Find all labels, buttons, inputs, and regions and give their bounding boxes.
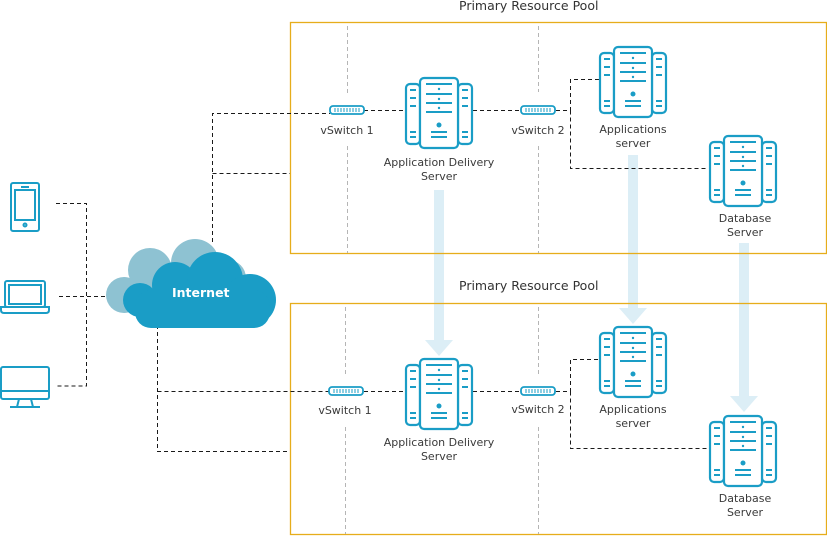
vswitch-icon <box>329 105 365 115</box>
pool-dividers <box>345 26 539 534</box>
ads-label-line2: Server <box>420 170 458 183</box>
desktop-monitor-icon <box>0 366 50 408</box>
vswitch-1-label: vSwitch 1 <box>320 124 374 137</box>
vswitch-icon <box>328 386 364 396</box>
db-label-line1: Database <box>718 492 772 505</box>
db-label-line2: Server <box>726 506 764 519</box>
internet-label: Internet <box>172 285 230 300</box>
vswitch-2-label: vSwitch 2 <box>511 124 565 137</box>
failover-arrowhead-db <box>730 396 758 412</box>
ads-label-line1: Application Delivery <box>383 156 495 169</box>
server-icon <box>598 45 668 119</box>
failover-arrowhead-ads <box>425 340 453 356</box>
failover-arrows <box>425 155 758 412</box>
failover-arrow-ads <box>434 190 444 340</box>
server-icon <box>708 134 778 208</box>
apps-label-line2: server <box>615 417 651 430</box>
db-label-line2: Server <box>726 226 764 239</box>
apps-label-line1: Applications <box>599 403 667 416</box>
apps-label-line2: server <box>615 137 651 150</box>
network-connectors <box>56 79 708 452</box>
vswitch-icon <box>520 105 556 115</box>
ads-label-line1: Application Delivery <box>383 436 495 449</box>
cloud-icon <box>106 239 276 328</box>
smartphone-icon <box>10 182 40 232</box>
apps-label-line1: Applications <box>599 123 667 136</box>
server-icon <box>404 76 474 150</box>
server-icon <box>598 325 668 399</box>
laptop-icon <box>0 280 50 314</box>
vswitch-icon <box>520 386 556 396</box>
failover-arrow-apps <box>628 155 638 310</box>
vswitch-2-label: vSwitch 2 <box>511 403 565 416</box>
db-label-line1: Database <box>718 212 772 225</box>
ads-label-line2: Server <box>420 450 458 463</box>
pool-title: Primary Resource Pool <box>459 278 599 293</box>
failover-arrowhead-apps <box>619 308 647 324</box>
server-icon <box>708 414 778 488</box>
failover-arrow-db <box>739 243 749 398</box>
pool-title: Primary Resource Pool <box>459 0 599 13</box>
vswitch-1-label: vSwitch 1 <box>318 404 372 417</box>
server-icon <box>404 357 474 431</box>
